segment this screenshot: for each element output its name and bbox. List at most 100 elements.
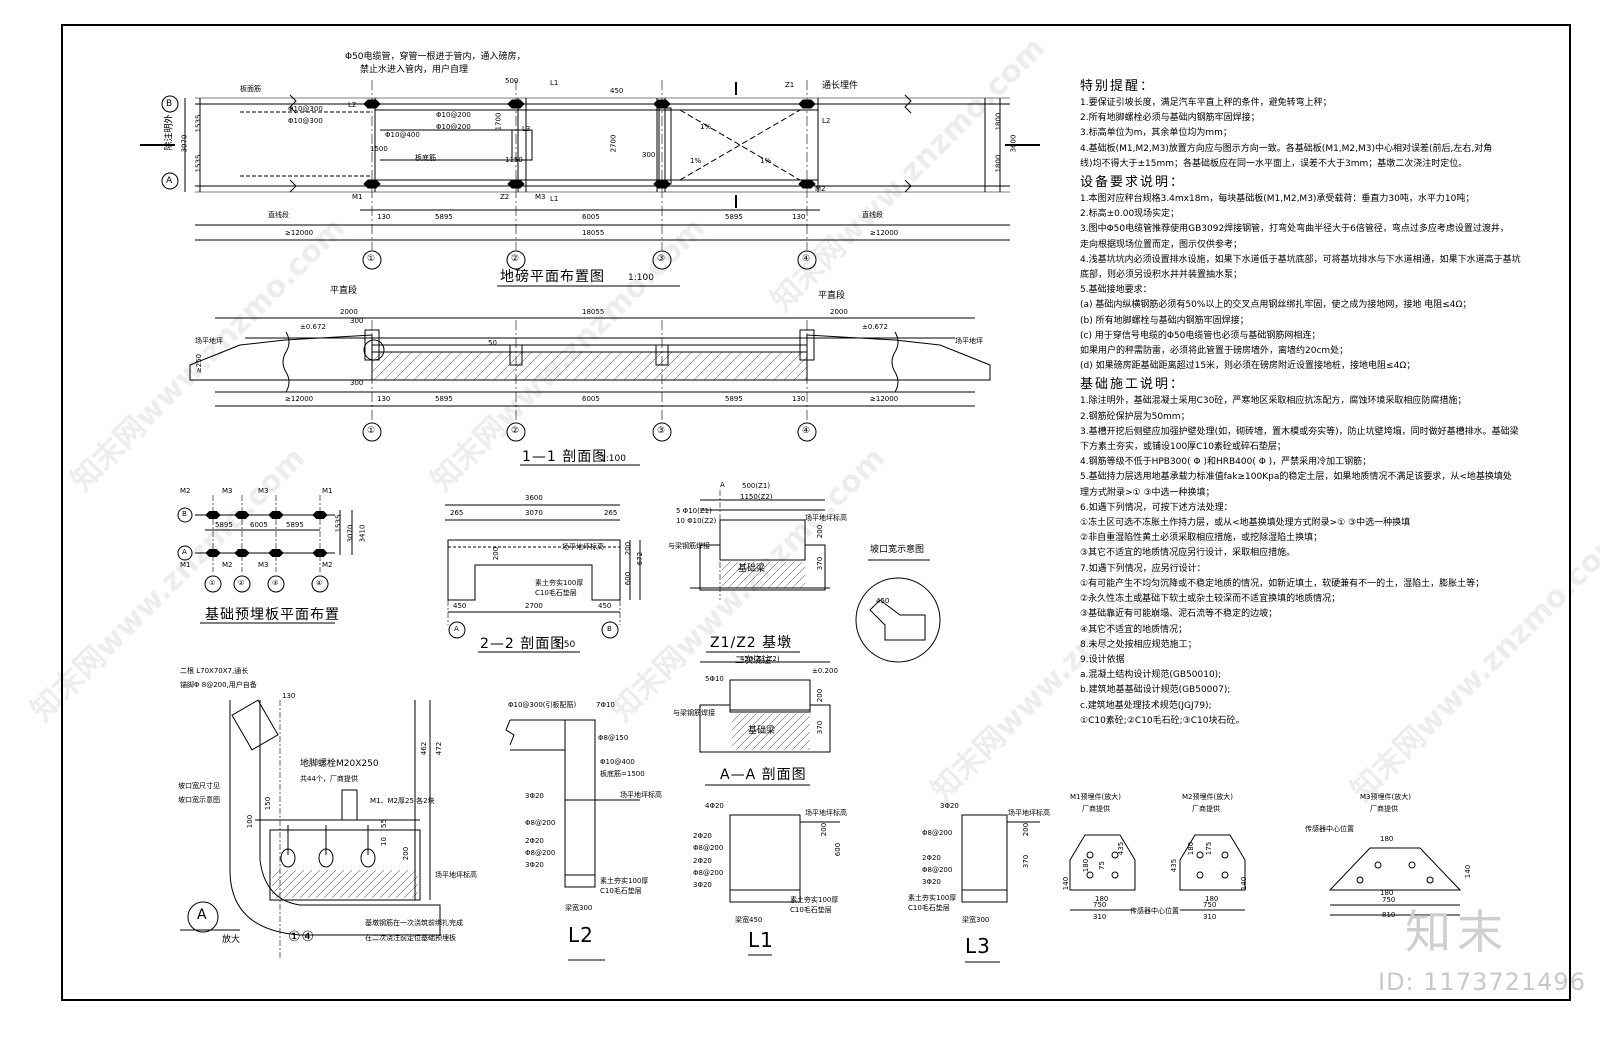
l2-title: L2 (568, 923, 594, 947)
z-mark-A: A (720, 481, 725, 489)
beam-L2 (505, 719, 640, 961)
note-line: 9.设计依据 (1080, 654, 1125, 665)
plan-straight-left: 直线段 (268, 211, 289, 219)
detA-note-3: 坡口宽示意图 (178, 796, 220, 804)
notes-heading-special: 特别提醒： (1080, 79, 1156, 94)
s11-scale: 1:100 (600, 454, 626, 464)
l1-n0: 场平地坪标高 (805, 809, 847, 817)
plan-axis-3: ③ (657, 254, 666, 264)
s11-b-4: 5895 (725, 395, 743, 403)
detA-note-7: 基墩钢筋在一次浇筑前绑扎完成 (365, 919, 463, 927)
plan-Z1: Z1 (785, 81, 795, 89)
m3-vendor: 厂商提供 (1370, 805, 1398, 813)
l1-r2: Φ8@200 (693, 844, 724, 852)
l2-r6: Φ8@200 (525, 819, 556, 827)
l2-r9: 3Φ20 (525, 861, 544, 869)
sheet-border (61, 24, 1571, 1001)
beam-L3 (961, 814, 1040, 963)
note-line: a.混凝土结构设计规范(GB50010); (1080, 670, 1222, 681)
l3-r0: 3Φ20 (940, 802, 959, 810)
notes-heading-equipment: 设备要求说明： (1080, 175, 1186, 191)
z-subtitle: 二次浇注 (735, 656, 772, 666)
note-line: ①C10素砼;②C10毛石砼;③C10块石砼。 (1080, 715, 1245, 726)
plan-axis-4: ④ (802, 254, 811, 264)
plan-dim-l1: 1535 (194, 114, 203, 133)
note-line: 6.如遇下列情况，可按下述方法处理： (1080, 502, 1233, 513)
m1-d1: 180 (1082, 858, 1091, 873)
plan-dim-5895b: 5895 (725, 213, 743, 221)
ep-bot-3: M2 (322, 561, 333, 569)
detA-note-9: 场平地坪标高 (435, 871, 477, 879)
aa-title: A—A 剖面图 (720, 767, 807, 783)
note-line: c.建筑地基处理技术规范(JGJ79); (1080, 700, 1212, 711)
s11-flat-right: 平直段 (818, 291, 846, 301)
s11-dim-300b: 300 (350, 379, 364, 387)
notes-construction-list: 1.除注明外，基础混凝土采用C30砼，严寒地区采取相应抗冻配方，腐蚀环境采取相应… (1080, 394, 1550, 728)
note-line: ①冻土区可选不冻胀土作持力层，或从<地基换填处理方式附录>① ③中选一种换填 (1080, 518, 1411, 529)
plan-rebar-5: Φ10@400 (385, 131, 420, 139)
note-line: (b) 所有地脚螺栓与基础内钢筋牢固焊接； (1080, 315, 1249, 326)
plan-dim-r2: 1800 (994, 154, 1003, 173)
note-line: 4.基础板(M1,M2,M3)放置方向应与图示方向一致。各基础板(M1,M2,M… (1080, 143, 1493, 154)
embed-plate-icon (312, 549, 328, 557)
l3-n2: C10毛石垫层 (908, 904, 950, 912)
ep-axis-3: ③ (272, 579, 279, 587)
ep-rdim-1: 3070 (346, 524, 355, 543)
plan-rebar-6: 板面筋 (240, 85, 261, 93)
l2-r3: Φ10@400 (600, 758, 635, 766)
m2-d1: 180 (1187, 841, 1196, 856)
section-A-A (699, 661, 831, 786)
m1-d4: 180 (1095, 895, 1109, 903)
s22-dim-450a: 450 (453, 602, 467, 610)
detA-note-5: 共44个，厂商提供 (300, 775, 358, 783)
note-line: 2.所有地脚螺栓必须与基础内钢筋牢固焊接； (1080, 113, 1260, 124)
plan-dim-r3: 3600 (1009, 134, 1018, 153)
aa-r-370: 370 (816, 720, 825, 735)
detA-note-2: 坡口宽尺寸见 (178, 782, 220, 790)
note-line: 1.除注明外，基础混凝土采用C30砼，严寒地区采取相应抗冻配方，腐蚀环境采取相应… (1080, 396, 1467, 407)
detA-dim-472: 472 (435, 741, 444, 756)
z-label-beam: 基础梁 (738, 564, 766, 574)
plan-slope-1: 1% (700, 123, 712, 131)
s11-finish-right: 场平地坪 (955, 337, 983, 345)
s11-axis-3: ③ (657, 426, 666, 436)
ep-row-B: B (182, 510, 187, 518)
m2-d4: 180 (1205, 895, 1219, 903)
detA-subtitle: 放大 (222, 935, 241, 945)
m1-d6: 310 (1093, 913, 1107, 921)
ep-title: 基础预埋板平面布置 (205, 607, 340, 623)
ep-axis-1: ① (209, 579, 216, 587)
detA-dim-130: 130 (282, 692, 296, 700)
detA-dim-100: 100 (246, 814, 255, 829)
note-line: 7.如遇下列情况，应另行设计： (1080, 563, 1206, 574)
note-line: 如果用户的秤需防雷，必须将此管置于磅房墙外，离墙约20cm处； (1080, 346, 1349, 357)
s11-b-6: ≥12000 (870, 395, 899, 403)
s22-axis-B: B (607, 625, 612, 633)
plan-dim-6005: 6005 (582, 213, 600, 221)
l2-r4: 板底筋=1500 (600, 770, 645, 778)
l1-n3: 梁宽450 (735, 916, 763, 924)
notes-equipment-list: 1.本图对应秤台规格3.4mx18m，每块基础板(M1,M2,M3)承受载荷：垂… (1080, 192, 1550, 374)
note-line: 线)均不得大于±15mm；各基础板应在同一水平面上，误差不大于3mm；基墩二次浇… (1080, 158, 1468, 169)
plan-dim-r1: 1800 (994, 112, 1003, 131)
note-line: 3.基槽开挖后侧壁应加强护壁处理(如，砌砖墙，置木模或夯实等)，防止坑壁垮塌，同… (1080, 426, 1519, 437)
l2-r0: Φ10@300(引板配筋) (508, 701, 577, 709)
watermark-id: ID: 1173721496 (1378, 968, 1586, 996)
s11-b-5: 130 (792, 395, 806, 403)
m2-title: M2预埋件(放大) (1182, 793, 1233, 801)
design-notes-panel: 特别提醒： 1.要保证引坡长度，满足汽车平直上秤的条件，避免转弯上秤；2.所有地… (1080, 76, 1550, 729)
ep-axis-2: ② (238, 579, 245, 587)
l1-n2: C10毛石垫层 (790, 906, 832, 914)
s11-finish-left: 场平地坪 (195, 337, 223, 345)
note-line: (d) 如果磅房距基础距离超过15米，则必须在磅房附近设置接地桩，接地电阻≤4Ω… (1080, 361, 1416, 372)
plan-dim-1500: 1500 (370, 145, 388, 153)
embed-plate-icon (268, 511, 284, 519)
plan-rebar-3: Φ10@200 (436, 111, 471, 119)
s11-axis-4: ④ (802, 426, 811, 436)
s11-b-2: 5895 (435, 395, 453, 403)
plan-M3: M3 (535, 193, 546, 201)
embed-plate-icon (205, 511, 221, 519)
aa-dim-elev: ±0.200 (812, 667, 838, 675)
l1-r1: 2Φ20 (693, 832, 712, 840)
notes-special-list: 1.要保证引坡长度，满足汽车平直上秤的条件，避免转弯上秤；2.所有地脚螺栓必须与… (1080, 96, 1550, 172)
